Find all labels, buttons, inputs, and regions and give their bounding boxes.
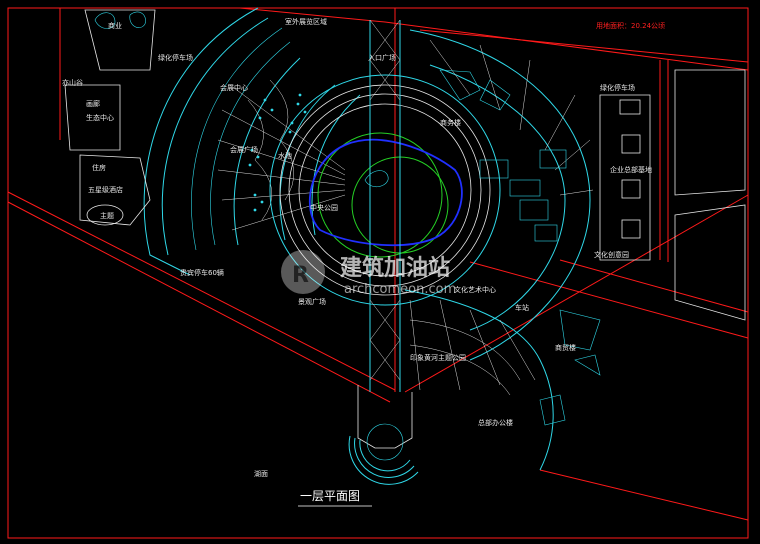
label-yellow-creek: 亦山谷 (62, 78, 83, 87)
axis-strip (369, 20, 401, 392)
area-note: 用地面积：20.24公顷 (596, 21, 665, 30)
south-arcs (409, 319, 521, 396)
east-pavilions (439, 69, 511, 111)
wedge-arc-5 (233, 57, 301, 246)
label-water-pool: 水池 (278, 151, 292, 160)
wedge-arc-6 (279, 84, 336, 241)
wedge-outer-arc (143, 7, 259, 276)
label-creative-park: 文化创意园 (594, 250, 629, 259)
east-block-4 (534, 224, 558, 242)
south-pier (348, 385, 419, 485)
label-lake: 湖面 (254, 469, 268, 478)
ring-4 (298, 103, 472, 277)
label-business-park: 商贸楼 (555, 343, 576, 352)
label-residence: 住房 (92, 163, 106, 172)
pier-circle (366, 423, 404, 461)
label-office: 总部办公楼 (478, 418, 513, 427)
wedge-arc-2 (161, 17, 269, 256)
south-fan (404, 289, 601, 471)
drawing-title: 一层平面图 (300, 489, 360, 503)
site-frame (7, 7, 749, 539)
south-arc-1 (404, 289, 554, 471)
fan-lines (217, 84, 346, 231)
watermark-logo-letter: R (292, 263, 309, 288)
east-outer-arc (409, 29, 591, 361)
east-fan (409, 29, 594, 361)
south-blocks (539, 309, 601, 426)
diagonal-road-e (404, 194, 749, 393)
pier-outline (357, 385, 413, 449)
road-east-mid-2 (559, 259, 749, 313)
label-landscape-square: 景观广场 (298, 297, 326, 306)
parcel-ne (674, 69, 746, 196)
label-hq-base: 企业总部基地 (610, 165, 652, 174)
parcel-e (674, 204, 746, 321)
parcel-hotel (79, 154, 151, 226)
hq-block-1 (619, 99, 641, 115)
diagonal-road-sw (7, 191, 396, 391)
east-block-5 (539, 149, 567, 169)
parcel-ecology (64, 84, 121, 151)
labels: 用地面积：20.24公顷 商业 室外展览区域 入口广场 绿化停车场 会展中心 亦… (62, 17, 665, 478)
east-arc-2 (429, 64, 566, 331)
road-east-mid (469, 261, 749, 339)
axis-crosses (369, 19, 401, 101)
label-commerce: 商业 (108, 21, 122, 30)
pier-arc-2 (354, 437, 415, 478)
road-top-2 (419, 29, 749, 63)
central-ring (269, 19, 501, 392)
south-radials (409, 299, 536, 391)
label-gallery: 画廊 (86, 99, 100, 108)
east-parcels (599, 69, 746, 321)
label-cultural-center: 文化艺术中心 (454, 285, 496, 294)
hq-block-4 (621, 219, 641, 239)
pier-arc-1 (359, 439, 411, 472)
diagonal-road-sw-2 (7, 201, 391, 403)
watermark-cn: 建筑加油站 (340, 255, 450, 281)
subject-ellipse (86, 204, 124, 226)
label-conference-plaza: 会展广场 (230, 145, 258, 154)
label-green-parking-nw: 绿化停车场 (158, 53, 193, 62)
watermark-logo-icon (281, 250, 325, 294)
watermark: R 建筑加油站 archcomeon.com (281, 250, 456, 297)
label-entrance-square: 入口广场 (368, 53, 396, 62)
label-outdoor-expo: 室外展览区域 (285, 17, 327, 26)
label-subject: 主题 (100, 211, 114, 220)
label-green-parking-ne: 绿化停车场 (600, 83, 635, 92)
road-network (7, 7, 749, 539)
ring-2 (279, 84, 491, 296)
parcel-commerce (84, 9, 156, 71)
label-impression-park: 印象黄河主题公园 (410, 353, 466, 362)
hq-block-2 (621, 134, 641, 154)
east-block-3 (519, 199, 549, 221)
pier-arc-3 (348, 435, 419, 485)
parcel-hq (599, 94, 651, 261)
arch-lines (247, 79, 295, 221)
ring-outer (269, 74, 501, 306)
label-parking-60: 贵宾停车60辆 (180, 268, 224, 277)
watermark-en: archcomeon.com (344, 282, 456, 297)
label-conference-center: 会展中心 (220, 83, 248, 92)
east-block-1 (479, 159, 509, 179)
tree-dots (248, 93, 307, 212)
wedge-arc-3 (191, 27, 283, 251)
label-five-star-hotel: 五星级酒店 (88, 185, 123, 194)
west-parcels (64, 9, 156, 226)
axis-crosses-south (369, 299, 401, 381)
lake-outline (308, 138, 463, 247)
road-top (239, 7, 749, 71)
wedge-arc-4 (210, 41, 291, 246)
hq-block-3 (621, 179, 641, 199)
label-business-office: 商务楼 (440, 118, 461, 127)
label-ecology-center: 生态中心 (86, 113, 114, 122)
label-bus-station: 车站 (515, 303, 529, 312)
east-block-2 (509, 179, 541, 197)
ring-3 (288, 93, 482, 287)
east-radials (429, 39, 594, 196)
road-se (539, 469, 749, 521)
green-ring (317, 132, 443, 258)
label-central-park: 中央公园 (310, 203, 338, 212)
